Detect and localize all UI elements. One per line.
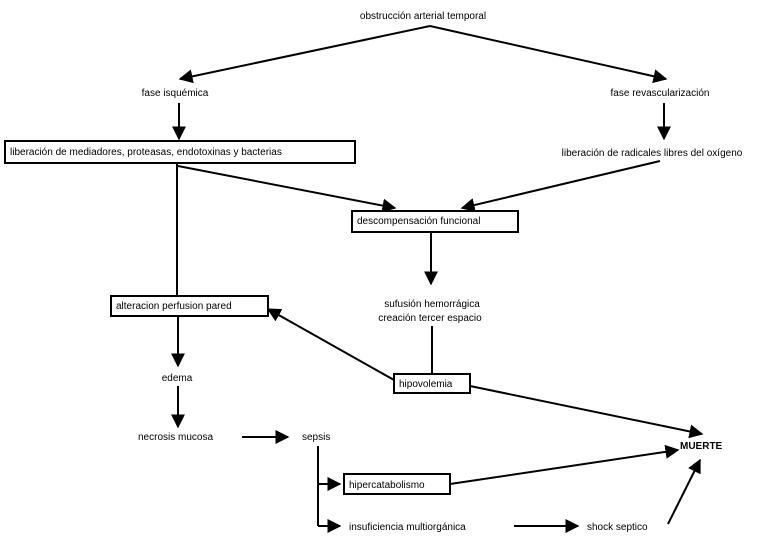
node-edema: edema	[162, 373, 193, 384]
box-hipercatabolismo	[343, 473, 451, 495]
node-liberacion-mediadores: liberación de mediadores, proteasas, end…	[10, 147, 282, 158]
arrow-hipovolemia-to-alteracion	[266, 308, 395, 381]
node-fase-isquemica: fase isquémica	[142, 88, 209, 99]
node-sufusion-line1: sufusión hemorrágica	[384, 299, 480, 310]
node-obstruccion: obstrucción arterial temporal	[360, 11, 486, 22]
box-descompensacion	[351, 210, 519, 233]
node-insuficiencia: insuficiencia multiorgánica	[349, 522, 466, 533]
arrow-obstruccion-to-revascularizacion	[429, 25, 668, 84]
arrow-mediadores-to-descompensacion	[177, 165, 397, 213]
node-descompensacion: descompensación funcional	[357, 216, 480, 227]
node-hipercatabolismo: hipercatabolismo	[349, 480, 425, 491]
arrow-hipovolemia-to-muerte	[469, 385, 704, 439]
node-fase-revascularizacion: fase revascularización	[611, 88, 710, 99]
arrow-hipercatabolismo-to-muerte	[449, 444, 680, 485]
box-hipovolemia	[393, 373, 471, 394]
node-hipovolemia: hipovolemia	[399, 379, 453, 390]
connectors	[171, 25, 704, 533]
node-sufusion-line2: creación tercer espacio	[378, 313, 482, 324]
arrow-obstruccion-to-isquemica	[178, 25, 431, 84]
arrow-radicales-to-descompensacion	[460, 160, 661, 212]
node-alteracion-perfusion: alteracion perfusion pared	[116, 301, 232, 312]
node-muerte: MUERTE	[680, 441, 723, 452]
box-liberacion-mediadores	[4, 140, 356, 164]
arrow-shock-to-muerte	[667, 458, 701, 525]
node-shock: shock septico	[587, 522, 648, 533]
node-sepsis: sepsis	[302, 432, 330, 443]
box-alteracion-perfusion	[110, 295, 269, 317]
node-liberacion-radicales: liberación de radicales libres del oxíge…	[562, 148, 743, 159]
node-necrosis: necrosis mucosa	[138, 432, 213, 443]
